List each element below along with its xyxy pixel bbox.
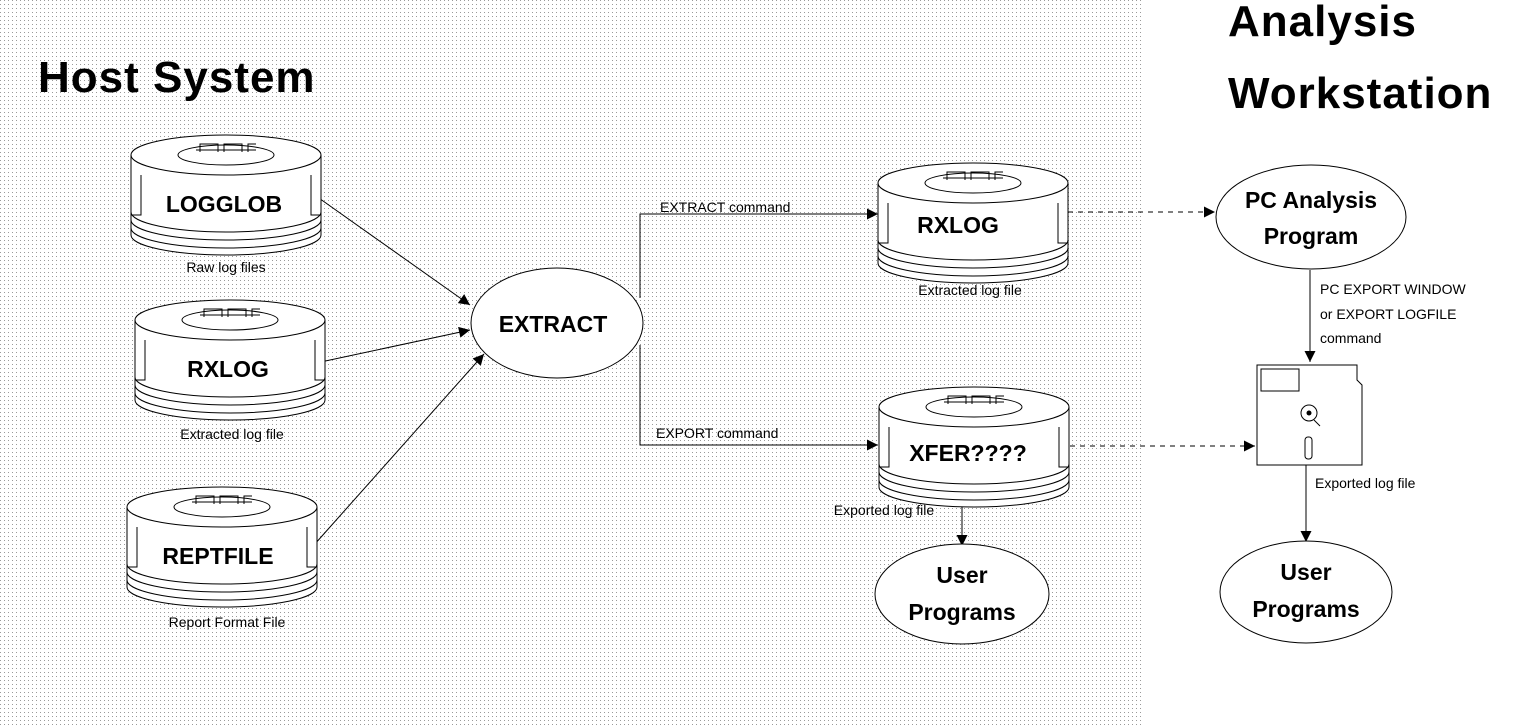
user-programs-workstation-line1: User [1280, 559, 1331, 585]
disk-xfer-caption: Exported log file [834, 502, 935, 518]
diskette-caption: Exported log file [1315, 475, 1416, 491]
user-programs-workstation-line2: Programs [1252, 596, 1359, 622]
pc-analysis-program-line1: PC Analysis [1245, 187, 1377, 213]
edge-label-export-command: EXPORT command [656, 425, 778, 441]
analysis-workstation-title-line2: Workstation [1228, 69, 1492, 118]
edge-label-pc-export-line1: PC EXPORT WINDOW [1320, 281, 1467, 297]
edge-label-extract-command: EXTRACT command [660, 199, 790, 215]
edge-extract-to-xfer [639, 345, 878, 451]
edge-rxlog-to-extract [315, 326, 471, 364]
disk-reptfile-caption: Report Format File [169, 614, 286, 630]
diskette-icon [1256, 364, 1363, 466]
analysis-workstation-title-line1: Analysis [1228, 0, 1417, 46]
disk-rxlog-input-caption: Extracted log file [180, 426, 284, 442]
user-programs-workstation [1219, 540, 1393, 644]
user-programs-host-line1: User [936, 562, 987, 588]
disk-xfer-label: XFER???? [909, 440, 1027, 466]
disk-rxlog-output-caption: Extracted log file [918, 282, 1022, 298]
disk-rxlog-input-label: RXLOG [187, 356, 269, 382]
edge-extract-to-rxlog [639, 208, 878, 298]
pc-analysis-program [1215, 164, 1407, 270]
disk-reptfile-label: REPTFILE [162, 543, 273, 569]
edge-reptfile-to-extract [313, 353, 485, 546]
host-system-title: Host System [38, 53, 316, 102]
user-programs-host-line2: Programs [908, 599, 1015, 625]
edge-label-pc-export-line3: command [1320, 330, 1381, 346]
pc-analysis-program-line2: Program [1264, 223, 1359, 249]
edge-label-pc-export-line2: or EXPORT LOGFILE [1320, 306, 1456, 322]
disk-rxlog-output-label: RXLOG [917, 212, 999, 238]
disk-logglob-caption: Raw log files [186, 259, 265, 275]
edge-logglob-to-extract [315, 195, 471, 306]
process-extract [470, 267, 644, 379]
disk-logglob-label: LOGGLOB [166, 191, 282, 217]
process-extract-label: EXTRACT [499, 311, 608, 337]
user-programs-host [874, 543, 1050, 645]
